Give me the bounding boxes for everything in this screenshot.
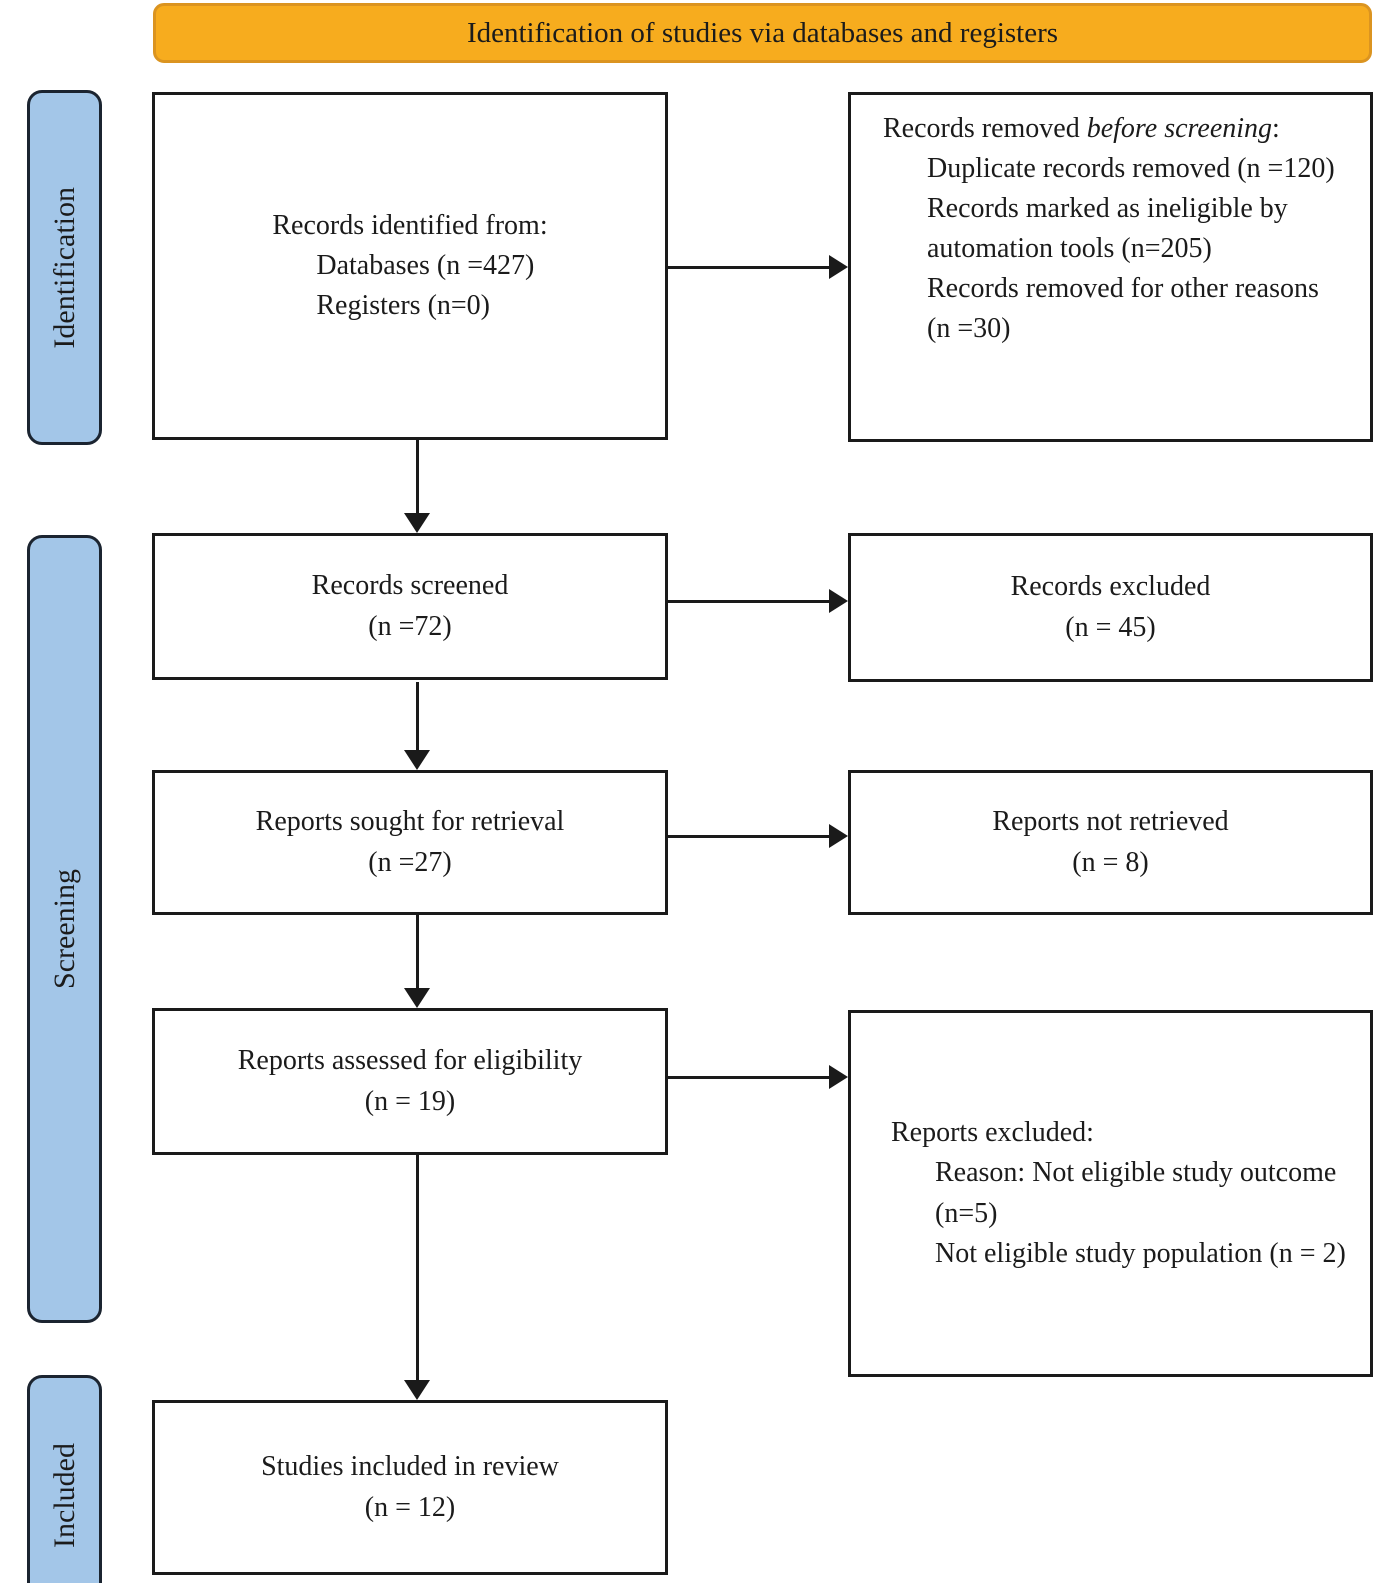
box-line: Reports sought for retrieval — [255, 806, 565, 838]
box-reports-assessed: Reports assessed for eligibility (n = 19… — [152, 1008, 668, 1155]
box-line-text: : — [1272, 113, 1280, 144]
box-line: (n = 45) — [1065, 611, 1156, 643]
arrow-shaft — [415, 1155, 419, 1382]
arrow-screened-to-excluded — [668, 589, 848, 613]
arrowhead-down-icon — [404, 1380, 430, 1400]
box-reports-not-retrieved: Reports not retrieved (n = 8) — [848, 770, 1373, 915]
arrow-shaft — [668, 599, 831, 603]
box-line: Not eligible study population (n = 2) — [935, 1237, 1346, 1269]
arrow-assessed-to-reports-excluded — [668, 1065, 848, 1089]
box-line: (n = 19) — [364, 1085, 456, 1117]
box-line: (n = 8) — [1072, 846, 1149, 878]
box-records-excluded: Records excluded (n = 45) — [848, 533, 1373, 682]
box-line: Duplicate records removed (n =120) — [927, 153, 1335, 185]
stage-label-screening: Screening — [27, 535, 102, 1323]
box-line: Reports excluded: — [891, 1117, 1094, 1149]
banner-title: Identification of studies via databases … — [466, 16, 1059, 49]
box-line: Records excluded — [1010, 571, 1211, 603]
box-line-italic-text: before screening — [1086, 113, 1273, 144]
arrow-shaft — [415, 682, 419, 752]
arrow-shaft — [668, 834, 831, 838]
arrowhead-right-icon — [829, 255, 848, 279]
box-reports-excluded: Reports excluded: Reason: Not eligible s… — [848, 1010, 1373, 1377]
box-line: Records marked as ineligible by automati… — [927, 193, 1288, 265]
stage-label-included: Included — [27, 1375, 102, 1583]
box-studies-included: Studies included in review (n = 12) — [152, 1400, 668, 1575]
box-records-identified: Records identified from: Databases (n =4… — [152, 92, 668, 440]
arrow-identified-to-screened — [404, 440, 430, 533]
box-line: Records removed before screening: — [883, 109, 1344, 149]
arrowhead-right-icon — [829, 824, 848, 848]
arrow-sought-to-not-retrieved — [668, 824, 848, 848]
box-line: Databases (n =427) — [316, 249, 535, 281]
stage-label-included-text: Included — [47, 1442, 81, 1548]
box-line: Reports assessed for eligibility — [237, 1045, 583, 1077]
arrow-shaft — [668, 1075, 831, 1079]
box-line: (n =72) — [368, 610, 452, 642]
arrow-sought-to-assessed — [404, 915, 430, 1008]
arrowhead-down-icon — [404, 988, 430, 1008]
box-records-screened: Records screened (n =72) — [152, 533, 668, 680]
box-line: Records removed for other reasons (n =30… — [927, 273, 1319, 345]
stage-label-identification-text: Identification — [47, 186, 81, 349]
box-line: Reports not retrieved — [992, 806, 1229, 838]
banner: Identification of studies via databases … — [153, 3, 1372, 63]
box-line: (n =27) — [368, 846, 452, 878]
arrowhead-right-icon — [829, 589, 848, 613]
arrowhead-down-icon — [404, 750, 430, 770]
arrow-shaft — [415, 915, 419, 990]
box-line: Reason: Not eligible study outcome (n=5) — [935, 1157, 1337, 1229]
box-line: Records identified from: — [272, 209, 548, 241]
box-reports-sought: Reports sought for retrieval (n =27) — [152, 770, 668, 915]
box-line-text: Records removed — [883, 113, 1087, 144]
arrowhead-down-icon — [404, 513, 430, 533]
box-line: Records screened — [311, 570, 509, 602]
box-line: Studies included in review — [261, 1451, 559, 1483]
arrowhead-right-icon — [829, 1065, 848, 1089]
arrow-shaft — [415, 440, 419, 515]
arrow-screened-to-sought — [404, 682, 430, 770]
arrow-shaft — [668, 265, 831, 269]
stage-label-screening-text: Screening — [47, 869, 81, 989]
stage-label-identification: Identification — [27, 90, 102, 445]
box-line: Registers (n=0) — [316, 290, 491, 322]
box-line: (n = 12) — [364, 1491, 456, 1523]
box-records-removed: Records removed before screening: Duplic… — [848, 92, 1373, 442]
arrow-identified-to-removed — [668, 255, 848, 279]
arrow-assessed-to-included — [404, 1155, 430, 1400]
